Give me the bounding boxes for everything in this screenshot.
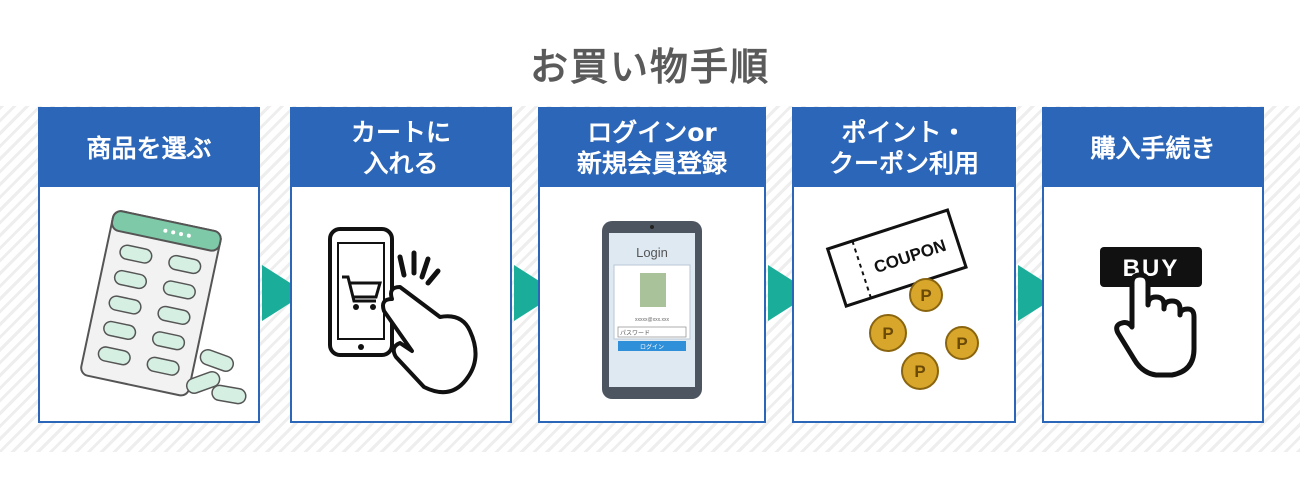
step-title-line: 商品を選ぶ xyxy=(86,133,212,163)
login-password: パスワード xyxy=(620,330,650,337)
step-title-line: 購入手続き xyxy=(1090,133,1216,163)
login-email: xxxxx@xxx.xxx xyxy=(635,317,669,323)
step-title-line: カートに xyxy=(350,118,451,147)
medicine-blister-icon xyxy=(80,210,247,405)
coupon-points-icon: COUPON P P P P xyxy=(825,208,979,390)
page-title: お買い物手順 xyxy=(529,45,770,89)
coin-letter: P xyxy=(956,334,967,353)
step-header: ログインor 新規会員登録 xyxy=(540,109,764,187)
step-title-line: ログインor xyxy=(587,118,717,147)
step-card-select-product: 商品を選ぶ xyxy=(38,107,260,423)
login-button: ログイン xyxy=(640,343,664,351)
step-card-points-coupon: ポイント・ クーポン利用 COUPON P P P P xyxy=(792,107,1016,423)
step-title-line: クーポン利用 xyxy=(828,149,979,178)
step-title-line: ポイント・ xyxy=(841,118,967,147)
step-card-add-to-cart: カートに 入れる xyxy=(290,107,512,423)
smartphone-login-icon: Login xxxxx@xxx.xxx パスワード ログイン xyxy=(602,221,702,399)
arrow-icon xyxy=(768,265,812,321)
step-header: カートに 入れる xyxy=(292,109,510,187)
buy-button-hand-icon: BUY xyxy=(1100,247,1202,378)
step-card-login-register: ログインor 新規会員登録 Login xxxxx@xxx.xxx パスワード … xyxy=(538,107,766,423)
step-title-line: 新規会員登録 xyxy=(576,149,727,178)
step-card-checkout: 購入手続き BUY xyxy=(1042,107,1264,423)
coin-letter: P xyxy=(920,286,931,305)
step-title-line: 入れる xyxy=(363,149,439,178)
arrow-icon xyxy=(514,265,558,321)
arrow-icon xyxy=(262,265,306,321)
login-heading: Login xyxy=(636,245,668,260)
coin-letter: P xyxy=(914,362,925,381)
step-header: ポイント・ クーポン利用 xyxy=(794,109,1014,187)
step-header: 購入手続き xyxy=(1044,109,1262,187)
smartphone-cart-tap-icon xyxy=(328,227,478,395)
step-header: 商品を選ぶ xyxy=(40,109,258,187)
arrow-icon xyxy=(1018,265,1062,321)
coin-letter: P xyxy=(882,324,893,343)
